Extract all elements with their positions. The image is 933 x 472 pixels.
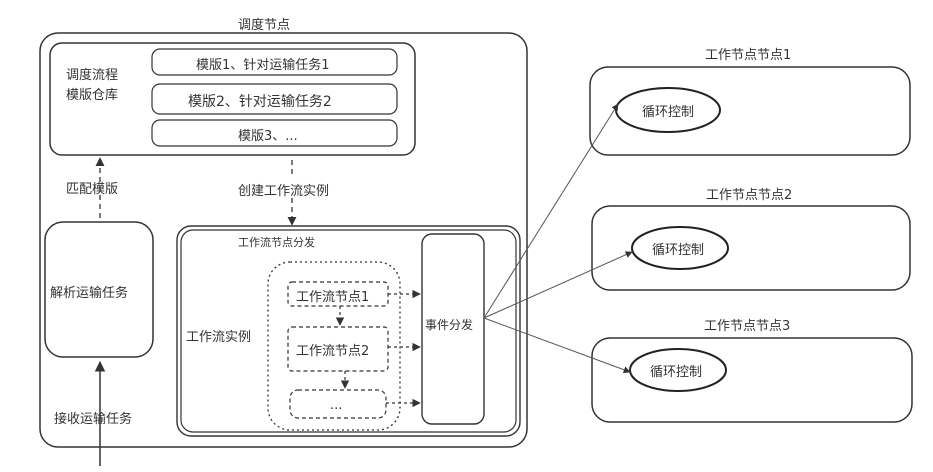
workflow-node-1-label: 工作流节点1 — [296, 286, 369, 305]
dispatch-to-worker3-arrow — [484, 318, 630, 372]
dispatch-to-worker2-arrow — [484, 252, 632, 318]
template-1-label: 模版1、针对运输任务1 — [196, 54, 330, 73]
workflow-instance-label: 工作流实例 — [186, 326, 251, 345]
template-2-label: 模版2、针对运输任务2 — [188, 91, 332, 111]
worker-node-2-box — [592, 206, 910, 290]
workflow-node-3-label: ... — [330, 398, 342, 413]
instance-manager-label: 工作流节点分发 — [238, 234, 315, 250]
match-template-label: 匹配模版 — [66, 178, 118, 197]
worker-node-1-title: 工作节点节点1 — [705, 44, 791, 63]
workflow-node-2-label: 工作流节点2 — [296, 340, 369, 359]
worker-node-3-title: 工作节点节点3 — [704, 315, 790, 334]
create-instance-label: 创建工作流实例 — [238, 180, 329, 199]
parse-task-label: 解析运输任务 — [50, 282, 128, 301]
dispatch-label: 事件分发 — [425, 316, 473, 333]
loop-control-2-label: 循环控制 — [652, 239, 704, 258]
loop-control-3-label: 循环控制 — [650, 361, 702, 380]
template-repository-label: 调度流程模版仓库 — [66, 66, 126, 106]
worker-node-2-title: 工作节点节点2 — [706, 184, 792, 203]
scheduler-title: 调度节点 — [238, 14, 290, 33]
loop-control-1-label: 循环控制 — [642, 101, 694, 120]
template-3-label: 模版3、... — [238, 125, 298, 144]
submit-task-label: 接收运输任务 — [54, 408, 132, 427]
worker-node-3-box — [592, 338, 912, 422]
worker-node-1-box — [590, 67, 910, 155]
